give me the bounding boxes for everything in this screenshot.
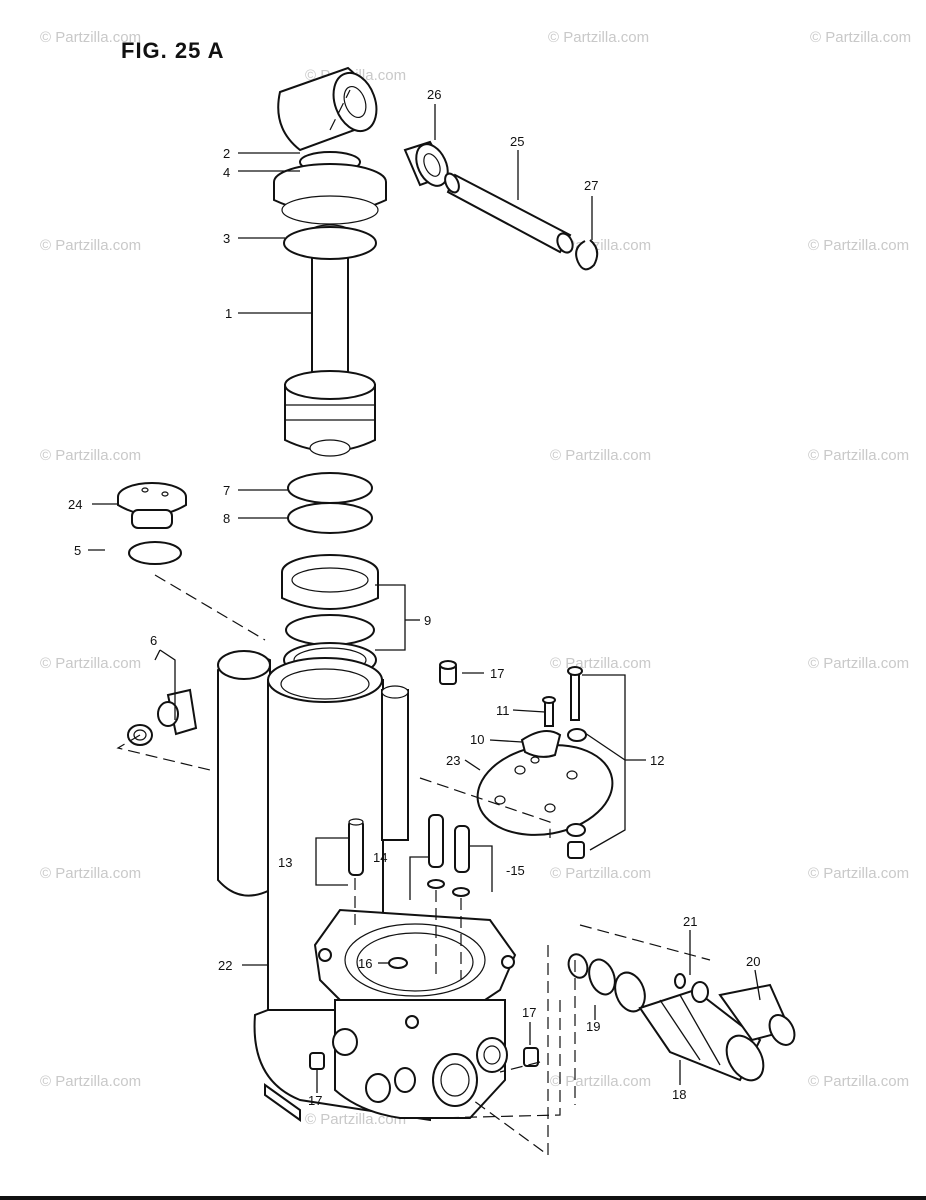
callout-15: -15: [506, 863, 525, 878]
callout-17c: 17: [308, 1093, 322, 1108]
leader-lines: [88, 104, 761, 1093]
callout-25: 25: [510, 134, 524, 149]
watermark: © Partzilla.com: [808, 237, 909, 254]
part-plug-17: [439, 660, 457, 685]
watermark: © Partzilla.com: [550, 1073, 651, 1090]
callout-2: 2: [223, 146, 230, 161]
callout-19: 19: [586, 1019, 600, 1034]
watermark: © Partzilla.com: [40, 1073, 141, 1090]
callout-17b: 17: [522, 1005, 536, 1020]
part-valve-14: [427, 814, 445, 889]
callout-14: 14: [373, 850, 387, 865]
part-valve-13: [348, 818, 364, 876]
watermark: © Partzilla.com: [550, 865, 651, 882]
part-valve-plug-18: [638, 988, 765, 1082]
watermark: © Partzilla.com: [808, 865, 909, 882]
watermark: © Partzilla.com: [550, 655, 651, 672]
part-screw-11: [542, 696, 556, 727]
watermark: © Partzilla.com: [808, 1073, 909, 1090]
part-snap-ring-27: [575, 239, 599, 271]
callout-3: 3: [223, 231, 230, 246]
callout-11: 11: [496, 703, 510, 718]
watermark: © Partzilla.com: [40, 865, 141, 882]
part-o-ring-5: [128, 541, 182, 565]
callout-17a: 17: [490, 666, 504, 681]
watermark: © Partzilla.com: [548, 29, 649, 46]
part-rod-guide: [273, 163, 387, 225]
callout-26: 26: [427, 87, 441, 102]
part-o-ring-21: [691, 981, 709, 1003]
part-plug-17: [523, 1047, 539, 1067]
part-o-ring-21: [674, 973, 686, 989]
part-check-plate-10: [520, 730, 562, 758]
callout-16: 16: [358, 956, 372, 971]
part-ring-7: [287, 472, 373, 504]
part-ring-8: [287, 502, 373, 534]
callout-12: 12: [650, 753, 664, 768]
callout-6: 6: [150, 633, 157, 648]
part-piston-rod: [277, 66, 378, 457]
part-screw-12: [566, 666, 587, 859]
alignment-lines: [116, 89, 711, 1157]
watermark: © Partzilla.com: [40, 655, 141, 672]
callout-10: 10: [470, 732, 484, 747]
callout-labels: 2 4 3 1 7 8 24 5 6 26 25 27 9 17 11 10 2…: [68, 87, 760, 1108]
part-valve-15: [452, 825, 470, 897]
watermark: © Partzilla.com: [40, 237, 141, 254]
watermark: © Partzilla.com: [40, 29, 141, 46]
part-o-ring-16: [388, 957, 408, 969]
callout-27: 27: [584, 178, 598, 193]
watermark: © Partzilla.com: [305, 1111, 406, 1128]
callout-1: 1: [225, 306, 232, 321]
callout-18: 18: [672, 1087, 686, 1102]
callout-23: 23: [446, 753, 460, 768]
callout-24: 24: [68, 497, 82, 512]
part-o-ring-3: [283, 226, 377, 260]
callout-20: 20: [746, 954, 760, 969]
part-valve-plate-23: [476, 744, 614, 836]
part-plug-17: [309, 1052, 325, 1070]
part-bushing-26: [403, 140, 450, 187]
watermark: © Partzilla.com: [40, 447, 141, 464]
watermark: © Partzilla.com: [550, 237, 651, 254]
part-valve-block: [313, 908, 517, 1119]
part-o-rings-19: [567, 953, 646, 1013]
callout-13: 13: [278, 855, 292, 870]
watermark: © Partzilla.com: [810, 29, 911, 46]
watermark: © Partzilla.com: [808, 655, 909, 672]
callout-5: 5: [74, 543, 81, 558]
watermark-group: © Partzilla.com © Partzilla.com © Partzi…: [40, 29, 911, 1128]
callout-21: 21: [683, 914, 697, 929]
callout-22: 22: [218, 958, 232, 973]
callout-4: 4: [223, 165, 230, 180]
callout-9: 9: [424, 613, 431, 628]
figure-title: FIG. 25 A: [121, 38, 225, 63]
bottom-rule: [0, 1196, 926, 1200]
callout-7: 7: [223, 483, 230, 498]
callout-8: 8: [223, 511, 230, 526]
part-valve-20: [718, 983, 796, 1046]
watermark: © Partzilla.com: [808, 447, 909, 464]
part-pin-25: [444, 172, 574, 254]
part-plug-24: [117, 482, 187, 529]
watermark: © Partzilla.com: [550, 447, 651, 464]
